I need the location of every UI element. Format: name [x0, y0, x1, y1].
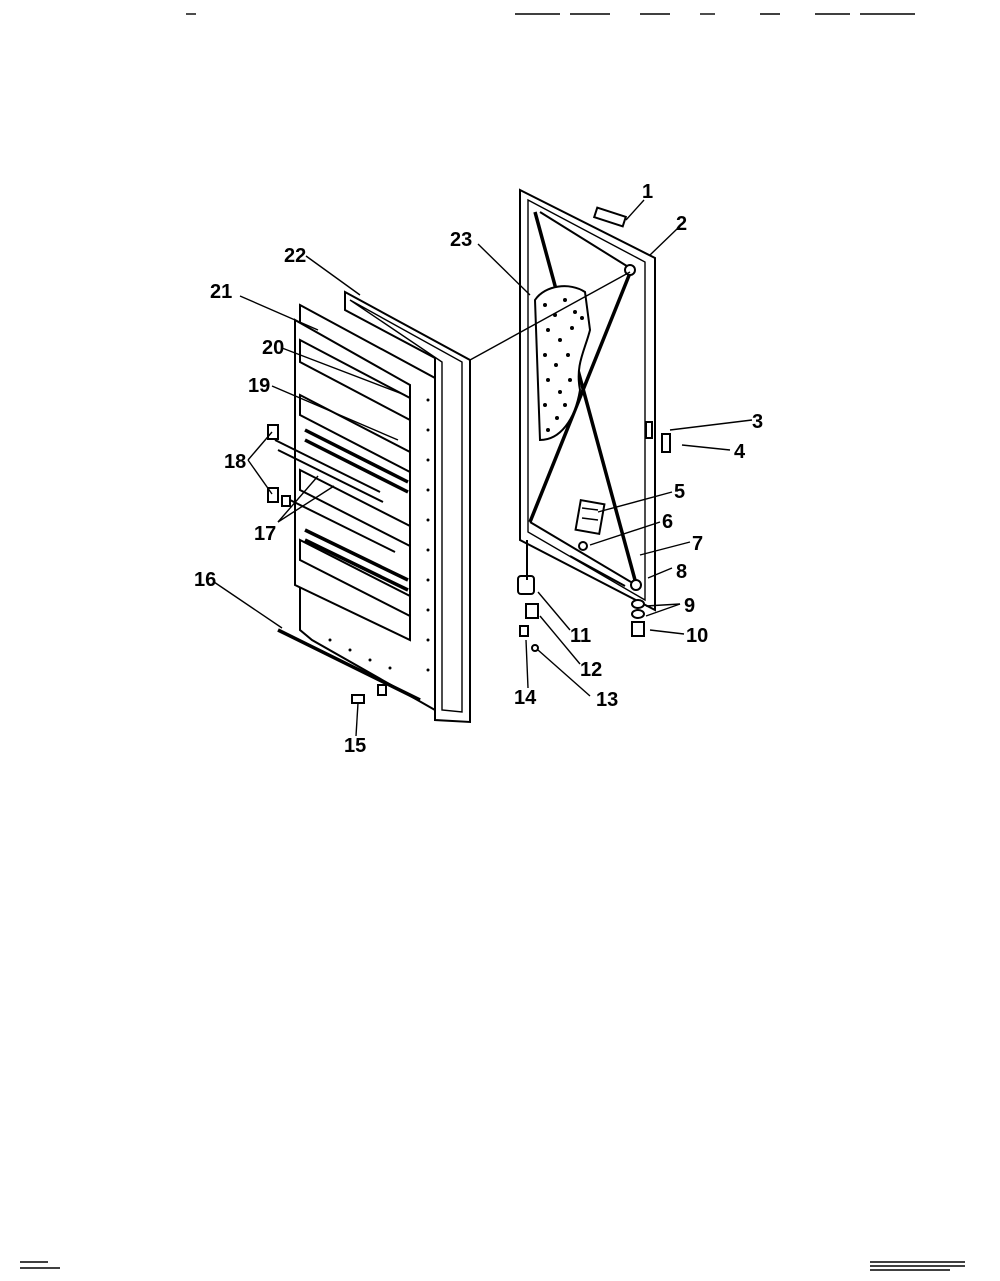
callout-20: 20	[262, 337, 284, 359]
callout-13: 13	[596, 689, 618, 711]
callout-6: 6	[662, 511, 673, 533]
callout-10: 10	[686, 625, 708, 647]
callout-4: 4	[734, 441, 746, 463]
callout-3: 3	[752, 411, 763, 433]
callout-7: 7	[692, 533, 703, 555]
small-parts	[517, 206, 671, 652]
callout-1: 1	[642, 181, 653, 203]
callout-18: 18	[224, 451, 246, 473]
callout-16: 16	[194, 569, 216, 591]
callout-5: 5	[674, 481, 685, 503]
callout-17: 17	[254, 523, 276, 545]
callout-labels: 1 2 3 4 5 6 7 8 9 10 11 12 13 14 15 16 1…	[194, 181, 763, 757]
leader-lines	[213, 199, 753, 737]
rivets	[328, 398, 430, 672]
callout-12: 12	[580, 659, 602, 681]
callout-2: 2	[676, 213, 687, 235]
door-shelves	[274, 338, 411, 618]
callout-19: 19	[248, 375, 270, 397]
footer-marks	[20, 1261, 965, 1271]
callout-22: 22	[284, 245, 306, 267]
callout-8: 8	[676, 561, 687, 583]
callout-15: 15	[344, 735, 366, 757]
callout-14: 14	[514, 687, 537, 709]
inner-door-liner	[267, 290, 471, 724]
callout-9: 9	[684, 595, 695, 617]
callout-23: 23	[450, 229, 472, 251]
callout-21: 21	[210, 281, 232, 303]
foam-speckle	[543, 298, 584, 432]
callout-11: 11	[570, 625, 591, 647]
